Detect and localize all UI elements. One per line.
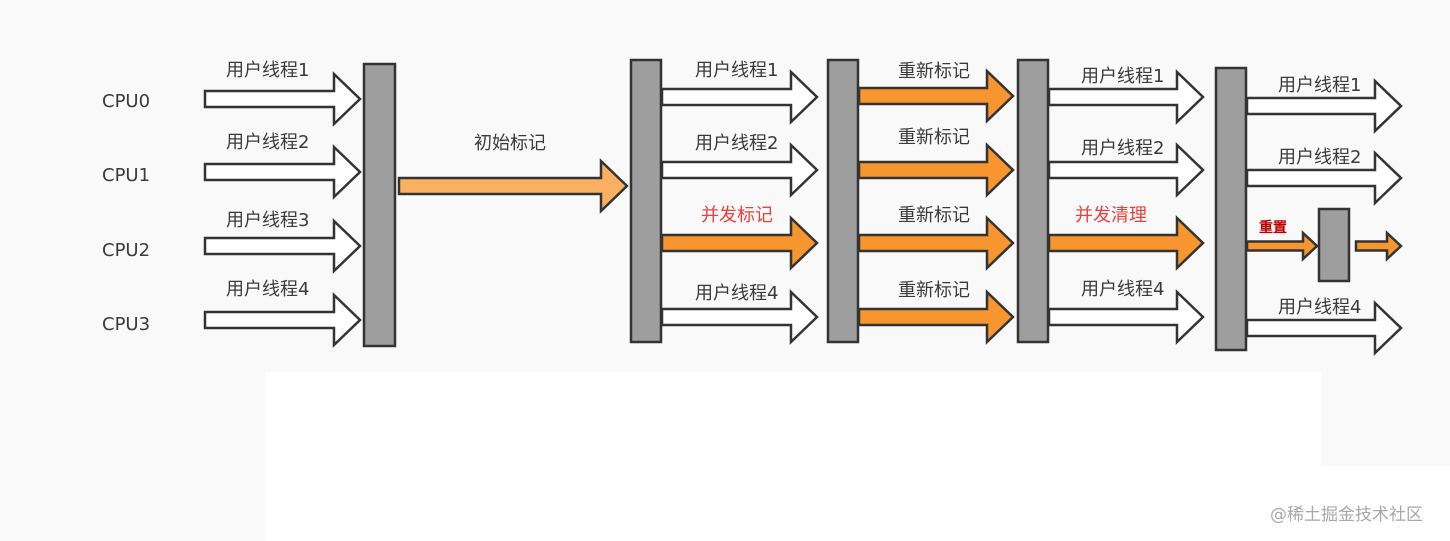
stw-pause-bar bbox=[362, 62, 397, 348]
stage6-label: 用户线程1 bbox=[1278, 75, 1361, 96]
cpu-label: CPU3 bbox=[102, 314, 150, 335]
stw-pause-bar bbox=[1214, 66, 1248, 352]
remark-arrow bbox=[857, 68, 1015, 124]
stage5-label: 用户线程2 bbox=[1081, 138, 1164, 159]
stage3-label: 用户线程1 bbox=[695, 60, 778, 81]
stage1-thread-label: 用户线程3 bbox=[226, 210, 309, 231]
thread-arrow bbox=[660, 142, 819, 198]
thread-arrow bbox=[203, 218, 362, 274]
stw-pause-bar bbox=[1016, 58, 1050, 344]
concurrent-sweep-label: 并发清理 bbox=[1075, 205, 1147, 226]
stage3-label: 用户线程2 bbox=[695, 133, 778, 154]
reset-out-arrow bbox=[1354, 230, 1403, 262]
reset-label: 重置 bbox=[1259, 219, 1287, 236]
thread-arrow bbox=[1047, 289, 1205, 345]
stage6-label: 用户线程4 bbox=[1278, 297, 1361, 318]
remark-arrow bbox=[857, 215, 1015, 271]
remark-arrow bbox=[857, 142, 1015, 198]
cpu-label: CPU1 bbox=[102, 165, 150, 186]
stw-pause-bar bbox=[826, 58, 860, 344]
remark-arrow bbox=[857, 289, 1015, 345]
remark-label: 重新标记 bbox=[898, 280, 970, 301]
stw-pause-bar bbox=[629, 58, 663, 344]
thread-arrow bbox=[203, 292, 362, 348]
stage1-thread-label: 用户线程1 bbox=[226, 60, 309, 81]
remark-label: 重新标记 bbox=[898, 205, 970, 226]
thread-arrow bbox=[1245, 150, 1403, 206]
cpu-label: CPU0 bbox=[102, 91, 150, 112]
concurrent-mark-label: 并发标记 bbox=[701, 205, 773, 226]
thread-arrow bbox=[203, 71, 362, 127]
thread-arrow bbox=[203, 144, 362, 200]
stage6-label: 用户线程2 bbox=[1278, 147, 1361, 168]
concurrent-sweep-arrow bbox=[1047, 215, 1205, 271]
thread-arrow bbox=[1245, 78, 1403, 134]
watermark: @稀土掘金技术社区 bbox=[1270, 505, 1423, 525]
reset-block bbox=[1317, 207, 1351, 283]
stage5-label: 用户线程1 bbox=[1081, 66, 1164, 87]
thread-arrow bbox=[1245, 300, 1403, 356]
stage1-thread-label: 用户线程4 bbox=[226, 279, 309, 300]
remark-label: 重新标记 bbox=[898, 61, 970, 82]
thread-arrow bbox=[1047, 142, 1205, 198]
remark-label: 重新标记 bbox=[898, 127, 970, 148]
initial-mark-arrow bbox=[397, 158, 629, 214]
concurrent-mark-arrow bbox=[660, 215, 819, 271]
reset-arrow bbox=[1245, 230, 1319, 262]
stage5-label: 用户线程4 bbox=[1081, 279, 1164, 300]
stage3-label: 用户线程4 bbox=[695, 283, 778, 304]
white-area bbox=[265, 372, 1321, 541]
initial-mark-label: 初始标记 bbox=[474, 133, 546, 154]
cpu-label: CPU2 bbox=[102, 240, 150, 261]
stage1-thread-label: 用户线程2 bbox=[226, 132, 309, 153]
thread-arrow bbox=[660, 69, 819, 125]
white-area-right bbox=[1321, 466, 1450, 541]
thread-arrow bbox=[1047, 69, 1205, 125]
thread-arrow bbox=[660, 289, 819, 345]
